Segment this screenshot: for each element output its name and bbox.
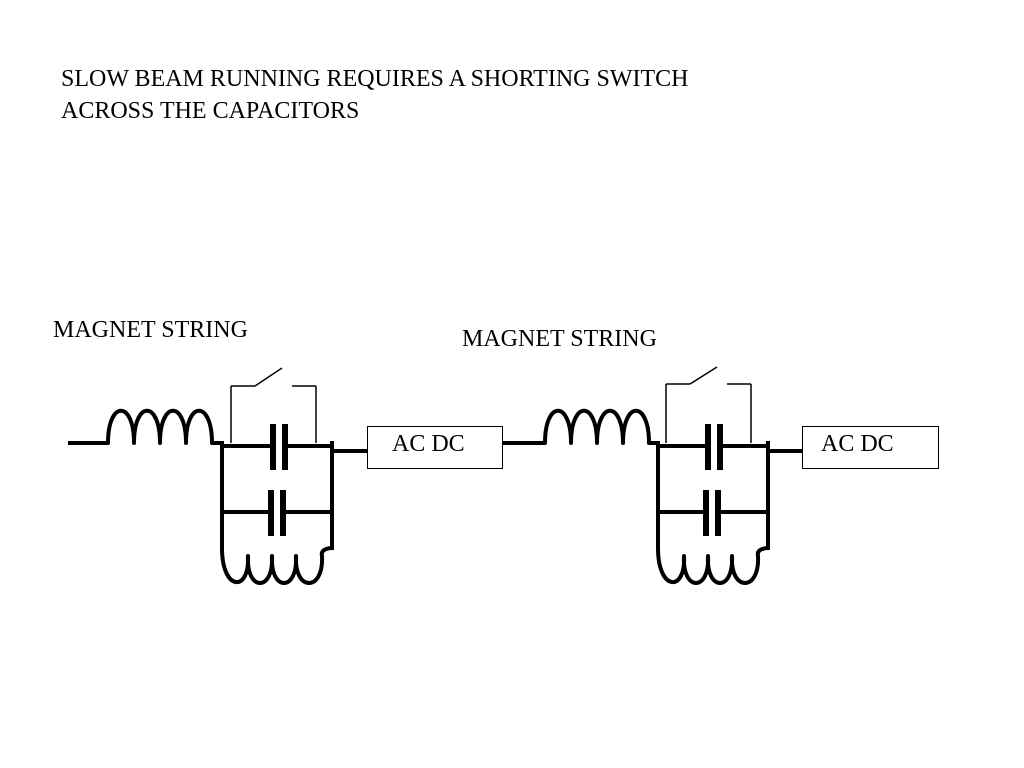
- magnet-string-label-left: MAGNET STRING: [53, 317, 248, 343]
- damping-coil-inductor: [220, 546, 333, 585]
- shorting-switch-blade: [254, 367, 283, 387]
- circuit-left: [68, 367, 369, 585]
- magnet-coil-inductor: [100, 409, 222, 445]
- ac-dc-supply-label: AC DC: [392, 431, 465, 457]
- magnet-string-label-right: MAGNET STRING: [462, 326, 657, 352]
- ac-dc-supply-label: AC DC: [821, 431, 894, 457]
- slide-title-line-1: SLOW BEAM RUNNING REQUIRES A SHORTING SW…: [61, 66, 689, 92]
- damping-coil-inductor: [656, 546, 769, 585]
- ac-dc-supply-box-right: AC DC: [802, 426, 939, 469]
- slide-title: SLOW BEAM RUNNING REQUIRES A SHORTING SW…: [61, 63, 961, 127]
- magnet-coil-inductor: [540, 409, 658, 445]
- slide-title-line-2: ACROSS THE CAPACITORS: [61, 98, 360, 124]
- shorting-switch-blade: [689, 366, 718, 385]
- circuit-right: [540, 366, 804, 585]
- ac-dc-supply-box-left: AC DC: [367, 426, 503, 469]
